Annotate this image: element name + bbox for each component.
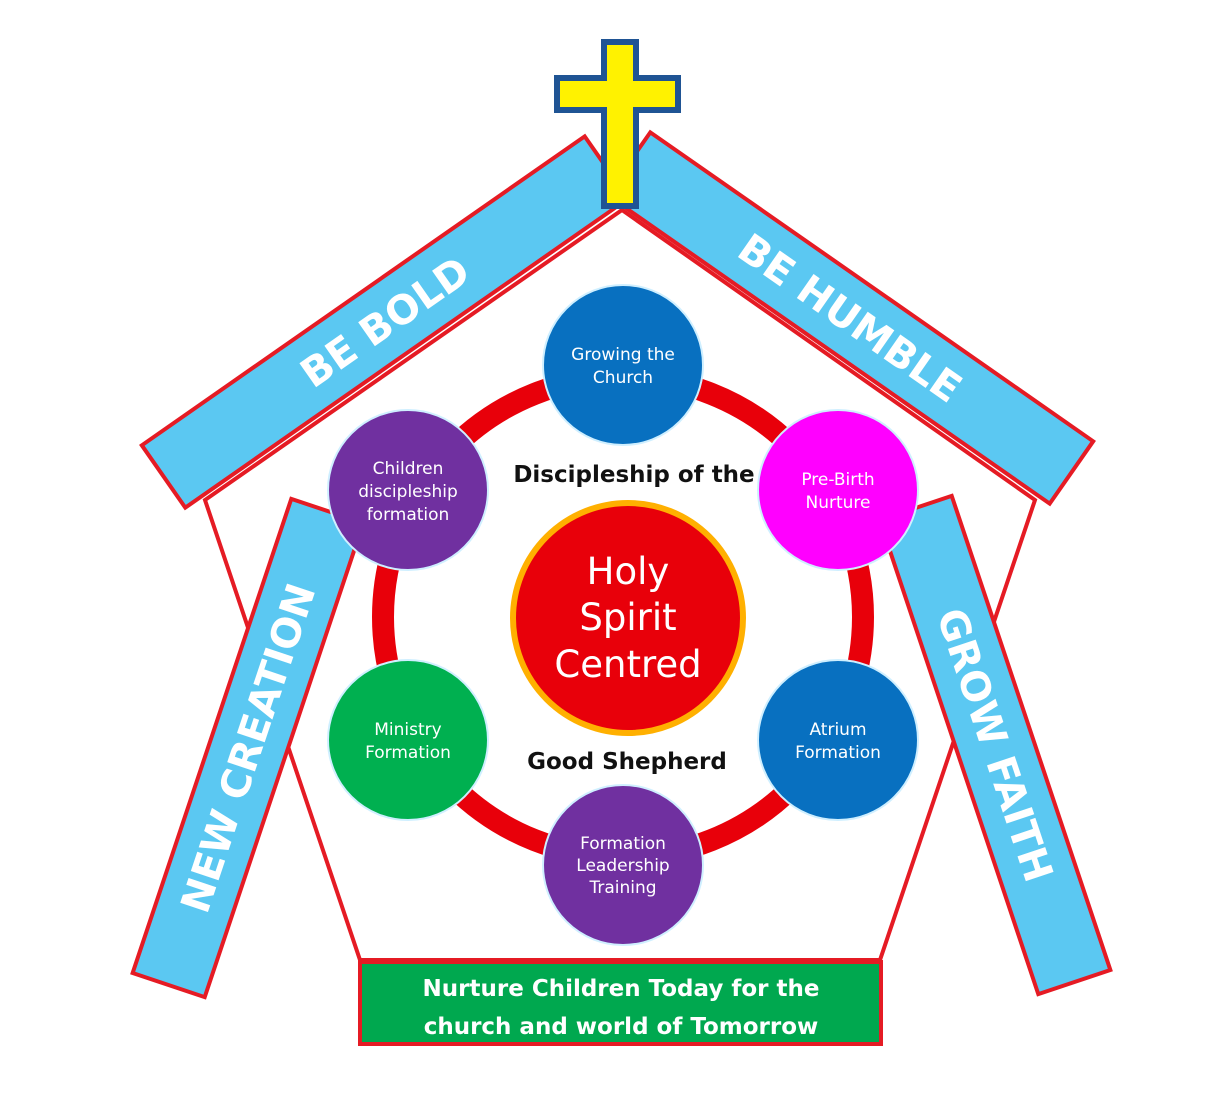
footer-box: Nurture Children Today for the church an… bbox=[358, 960, 883, 1046]
footer-line-1: Nurture Children Today for the bbox=[423, 976, 820, 1002]
node-atrium-line-2: Formation bbox=[795, 743, 881, 763]
node-ministry-line-2: Formation bbox=[365, 743, 451, 763]
center-holy-spirit: Holy Spirit Centred bbox=[510, 500, 746, 736]
node-growing-line-1: Growing the bbox=[571, 345, 675, 365]
center-line-3: Centred bbox=[554, 643, 701, 686]
footer-box-shape bbox=[358, 960, 883, 1046]
node-atrium-formation: Atrium Formation bbox=[757, 659, 919, 821]
cross-shape bbox=[554, 39, 681, 209]
node-pre-birth-nurture: Pre-Birth Nurture bbox=[757, 409, 919, 571]
center-line-1: Holy bbox=[587, 550, 670, 593]
node-growing-the-church: Growing the Church bbox=[542, 284, 704, 446]
footer-line-2: church and world of Tomorrow bbox=[424, 1014, 819, 1040]
node-atrium-line-1: Atrium bbox=[809, 720, 866, 740]
node-leadership-line-3: Training bbox=[588, 878, 656, 898]
node-leadership-line-1: Formation bbox=[580, 834, 666, 854]
cross-icon bbox=[554, 39, 681, 209]
node-leadership-circle bbox=[542, 784, 704, 946]
node-children-line-2: discipleship bbox=[358, 482, 458, 502]
node-children-line-1: Children bbox=[373, 459, 444, 479]
node-prebirth-line-2: Nurture bbox=[806, 493, 871, 513]
node-growing-line-2: Church bbox=[593, 368, 653, 388]
node-ministry-formation: Ministry Formation bbox=[327, 659, 489, 821]
node-formation-leadership-training: Formation Leadership Training bbox=[542, 784, 704, 946]
center-circle bbox=[510, 500, 746, 736]
ring-label-top: Discipleship of the bbox=[513, 462, 754, 488]
node-children-line-3: formation bbox=[367, 505, 450, 525]
node-prebirth-circle bbox=[757, 409, 919, 571]
node-children-discipleship-formation: Children discipleship formation bbox=[327, 409, 489, 571]
node-children-circle bbox=[327, 409, 489, 571]
node-ministry-circle bbox=[327, 659, 489, 821]
node-atrium-circle bbox=[757, 659, 919, 821]
node-ministry-line-1: Ministry bbox=[374, 720, 441, 740]
node-prebirth-line-1: Pre-Birth bbox=[801, 470, 874, 490]
node-growing-circle bbox=[542, 284, 704, 446]
ring-label-bottom: Good Shepherd bbox=[527, 749, 727, 775]
center-line-2: Spirit bbox=[579, 596, 676, 639]
node-leadership-line-2: Leadership bbox=[576, 856, 669, 876]
banner-new-creation-shape bbox=[130, 496, 366, 1000]
